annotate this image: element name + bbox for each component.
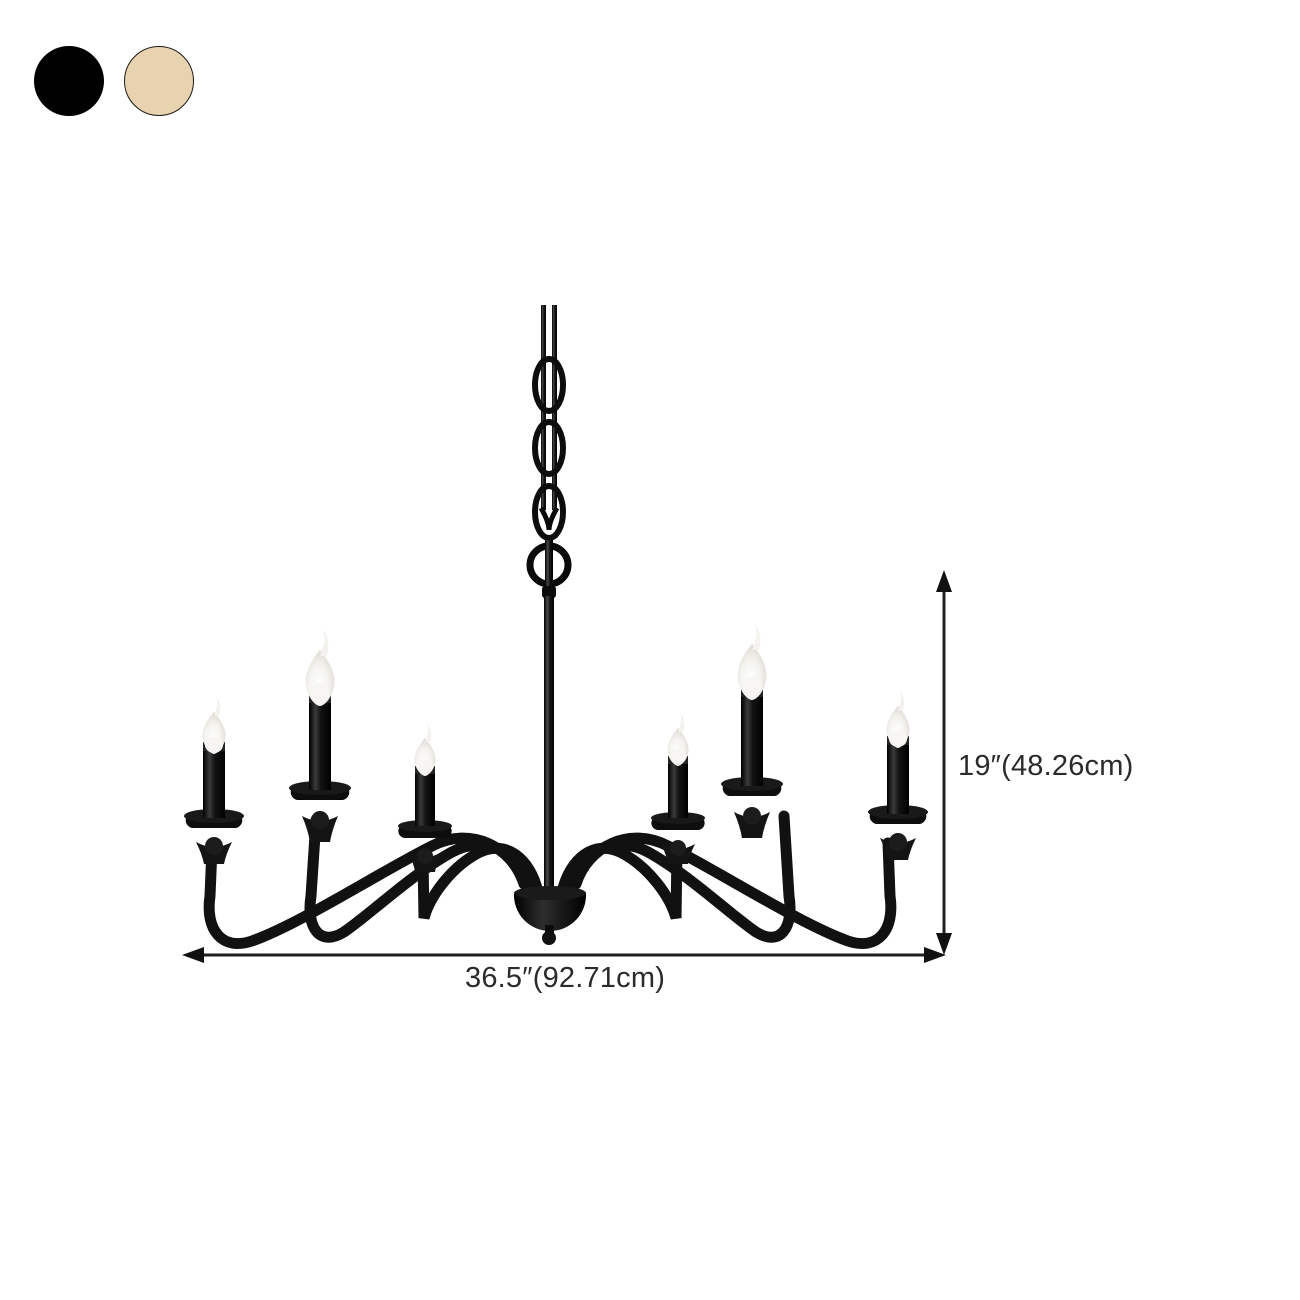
- width-dimension-arrow: [182, 947, 946, 963]
- center-stem: [544, 596, 554, 898]
- black-finish-swatch[interactable]: [34, 46, 104, 116]
- flame-bulb-5: [737, 624, 767, 700]
- candle-light-2: [289, 630, 351, 842]
- suspension-chain: [532, 305, 566, 541]
- flame-bulb-1: [202, 696, 226, 754]
- height-dimension-label: 19″(48.26cm): [958, 750, 1134, 782]
- candle-light-5: [721, 624, 783, 838]
- beige-finish-swatch[interactable]: [124, 46, 194, 116]
- height-dimension-arrow: [936, 570, 952, 955]
- candle-light-3: [398, 722, 452, 872]
- candle-light-4: [651, 712, 705, 864]
- color-swatch-row: [34, 46, 194, 116]
- center-hub: [513, 886, 587, 945]
- width-dimension-label: 36.5″(92.71cm): [465, 962, 666, 994]
- flame-bulb-2: [305, 630, 335, 706]
- chandelier-arms: [203, 810, 897, 949]
- candle-light-6: [868, 690, 928, 860]
- flame-bulb-4: [667, 712, 689, 766]
- flame-bulb-3: [414, 722, 436, 776]
- candle-light-1: [184, 696, 244, 864]
- ring-connector: [526, 540, 572, 598]
- flame-bulb-6: [886, 690, 910, 748]
